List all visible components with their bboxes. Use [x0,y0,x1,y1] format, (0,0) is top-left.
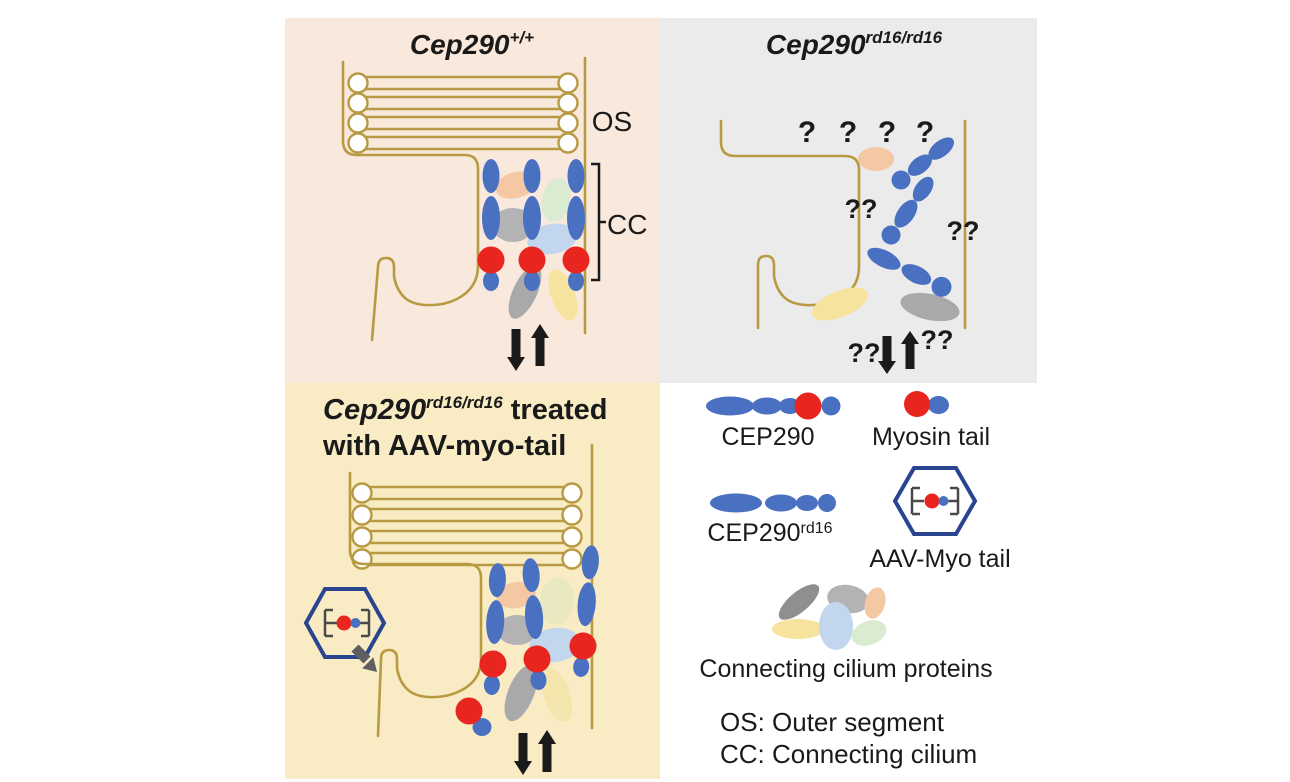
aav-hexagon-icon [303,587,387,659]
myosin-tail-icon [455,697,492,736]
svg-text:??: ?? [921,325,954,355]
outer-segment-discs [347,72,579,154]
svg-text:??: ?? [848,338,881,368]
panel-mutant: Cep290rd16/rd16 ? ? ? ? ?? ?? [660,18,1037,383]
legend-cc-proteins-icon [772,584,887,650]
svg-text:?: ? [878,116,896,149]
protein-peach-oval [858,147,894,171]
panel-legend-bg [660,383,1037,779]
legend-cep290rd16-label: CEP290rd16 [707,519,832,547]
panel-treated-title-line1: Cep290rd16/rd16 treated [323,393,607,426]
question-marks: ? ? ? ? ?? ?? [798,116,980,246]
panel-wildtype: Cep290+/+ OS [285,18,660,383]
cc-label: CC [607,209,647,240]
legend-cep290-icon [706,392,841,420]
legend-myosin-tail-icon [904,391,949,417]
panel-wildtype-bg [285,18,660,383]
abbreviation-os: OS: Outer segment [720,707,945,737]
panel-treated-title-line2: with AAV-myo-tail [322,430,566,462]
cell-membrane-outline [719,119,967,330]
svg-text:?: ? [916,116,934,149]
protein-yellow-oval [811,287,869,321]
os-label: OS [592,106,632,137]
legend-cep290-label: CEP290 [721,423,814,451]
transport-arrows [514,730,556,775]
panel-treated: Cep290rd16/rd16 treated with AAV-myo-tai… [285,383,660,779]
svg-text:??: ?? [947,216,980,246]
abbreviation-cc: CC: Connecting cilium [720,739,977,769]
outer-segment-discs [351,482,583,570]
legend-cep290rd16-icon [710,493,836,513]
connecting-cilium-proteins [492,171,578,321]
cep290rd16-chain [891,137,954,190]
panel-mutant-bg [660,18,1037,383]
cep290rd16-chain [867,247,952,297]
svg-text:?: ? [839,116,857,149]
cell-membrane-outline [341,56,587,342]
legend-aav-myo-tail-label: AAV-Myo tail [869,545,1010,573]
svg-text:?: ? [798,116,816,149]
legend-myosin-tail-label: Myosin tail [872,423,990,451]
panel-legend: CEP290 Myosin tail CEP290rd16 AAV-Myo ta… [660,383,1037,779]
cep290rd16-chain [881,176,934,245]
svg-text:??: ?? [845,194,878,224]
transport-arrows: ?? ?? [848,325,954,374]
gray-arrow-icon [351,644,377,672]
transport-arrows [507,324,549,371]
legend-cc-proteins-label: Connecting cilium proteins [699,655,992,683]
panel-mutant-title: Cep290rd16/rd16 [766,28,943,60]
protein-gray-oval [900,292,960,322]
panel-wildtype-title: Cep290+/+ [410,28,534,60]
legend-aav-hexagon-icon [892,466,978,536]
cc-bracket [591,162,606,282]
